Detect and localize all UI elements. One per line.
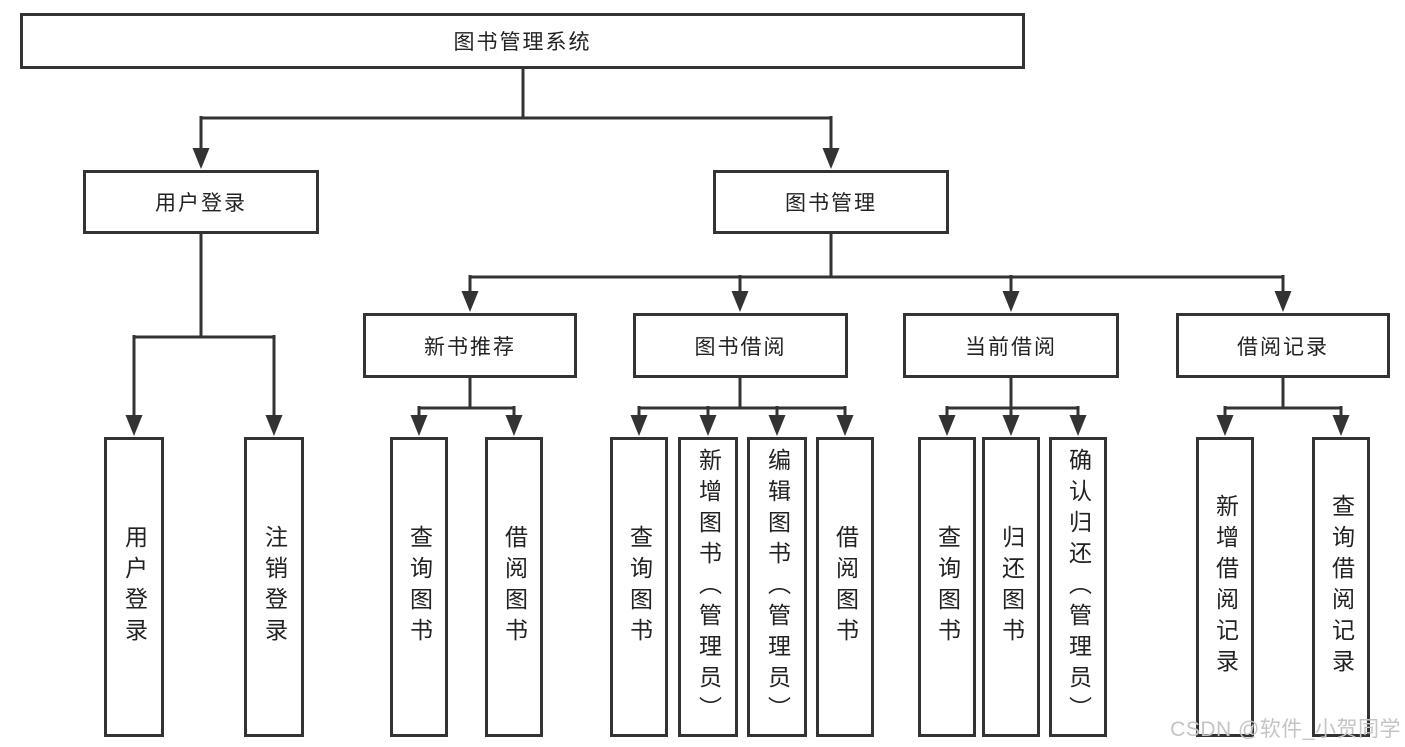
node-current-borrow: 当前借阅	[903, 313, 1119, 378]
node-leaf-return-book: 归还图书	[982, 437, 1040, 737]
node-book-borrow: 图书借阅	[633, 313, 848, 378]
node-leaf-query-borrow-record: 查询借阅记录	[1312, 437, 1370, 737]
node-new-book-recommend: 新书推荐	[363, 313, 577, 378]
tree-connector-lines	[132, 69, 1343, 420]
node-leaf-logout: 注销登录	[244, 437, 304, 737]
node-leaf-user-login: 用户登录	[104, 437, 164, 737]
node-leaf-borrow-book-recommend: 借阅图书	[485, 437, 543, 737]
node-leaf-add-book-admin: 新增图书（管理员）	[678, 437, 738, 737]
node-user-login: 用户登录	[83, 170, 319, 234]
node-leaf-query-book-borrow: 查询图书	[610, 437, 668, 737]
node-borrow-records: 借阅记录	[1176, 313, 1390, 378]
node-leaf-add-borrow-record: 新增借阅记录	[1196, 437, 1254, 737]
arrowhead-icons	[125, 148, 1350, 436]
node-leaf-query-book-recommend: 查询图书	[390, 437, 448, 737]
node-leaf-query-book-current: 查询图书	[918, 437, 976, 737]
node-leaf-borrow-book: 借阅图书	[816, 437, 874, 737]
node-leaf-edit-book-admin: 编辑图书（管理员）	[747, 437, 807, 737]
node-leaf-confirm-return-admin: 确认归还（管理员）	[1049, 437, 1107, 737]
watermark-text: CSDN @软件_小贺同学	[1170, 718, 1401, 741]
node-library-system-root: 图书管理系统	[20, 13, 1025, 69]
node-book-management: 图书管理	[713, 170, 949, 234]
